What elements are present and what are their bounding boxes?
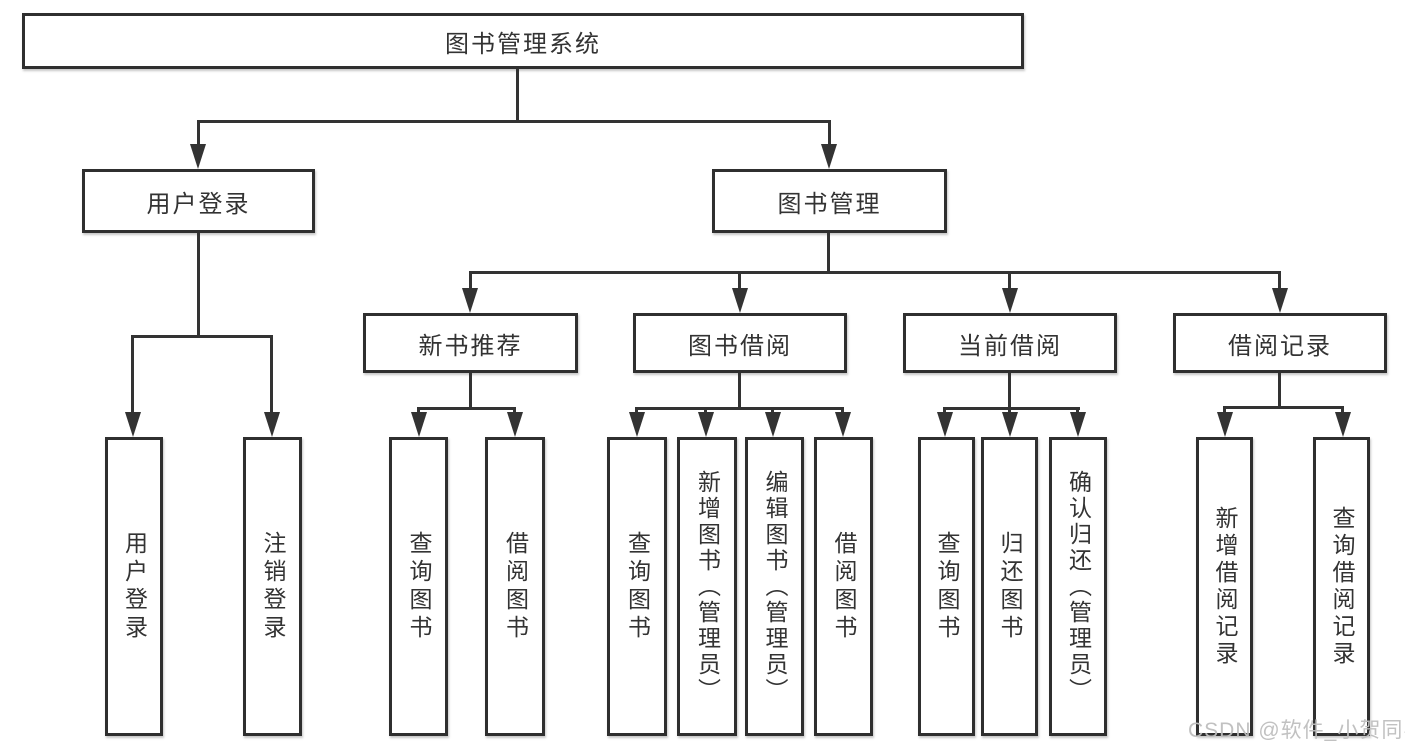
node-borrowing-records-label: 借阅记录 (1228, 332, 1332, 360)
arrow-down-icon (698, 412, 714, 437)
arrow-down-icon (821, 144, 837, 169)
line (197, 233, 200, 335)
node-bb-query-books-label: 查询图书 (624, 530, 651, 643)
line (738, 271, 741, 291)
line (943, 407, 1080, 410)
line (1008, 407, 1011, 415)
node-cb-query-books: 查询图书 (918, 437, 975, 736)
node-book-management: 图书管理 (712, 169, 947, 233)
line (841, 407, 844, 415)
node-logout: 注销登录 (243, 437, 302, 736)
line (635, 407, 638, 415)
line (417, 407, 516, 410)
node-book-management-label: 图书管理 (777, 190, 882, 218)
arrow-down-icon (732, 288, 748, 313)
node-nbr-query-books: 查询图书 (389, 437, 448, 736)
node-cb-confirm-return-admin-label: 确认归还（管理员） (1065, 469, 1092, 704)
line (1223, 406, 1226, 415)
line (131, 335, 273, 338)
node-login: 用户登录 (105, 437, 163, 736)
node-br-add-record: 新增借阅记录 (1196, 437, 1253, 736)
node-cb-return-books: 归还图书 (981, 437, 1038, 736)
arrow-down-icon (190, 144, 206, 169)
node-root-label: 图书管理系统 (445, 30, 601, 58)
line (469, 271, 1281, 274)
line (197, 120, 200, 148)
node-bb-edit-books-admin-label: 编辑图书（管理员） (762, 469, 788, 704)
arrow-down-icon (125, 412, 141, 437)
line (469, 373, 472, 407)
node-br-query-record-label: 查询借阅记录 (1329, 505, 1355, 668)
line (828, 120, 831, 148)
arrow-down-icon (507, 412, 523, 437)
line (513, 407, 516, 415)
line (197, 120, 831, 123)
arrow-down-icon (629, 412, 645, 437)
arrow-down-icon (835, 412, 851, 437)
line (827, 233, 830, 271)
line (270, 335, 273, 415)
line (1223, 406, 1344, 409)
arrow-down-icon (1335, 412, 1351, 437)
arrow-down-icon (765, 412, 781, 437)
node-bb-edit-books-admin: 编辑图书（管理员） (745, 437, 804, 736)
node-user-login: 用户登录 (82, 169, 315, 233)
node-cb-query-books-label: 查询图书 (934, 530, 960, 643)
node-book-borrowing-label: 图书借阅 (688, 332, 792, 360)
node-bb-add-books-admin: 新增图书（管理员） (677, 437, 737, 736)
line (131, 335, 134, 415)
arrow-down-icon (264, 412, 280, 437)
node-br-query-record: 查询借阅记录 (1313, 437, 1370, 736)
node-nbr-borrow-books-label: 借阅图书 (502, 530, 529, 643)
node-login-label: 用户登录 (121, 530, 148, 643)
arrow-down-icon (1002, 412, 1018, 437)
line (417, 407, 420, 415)
line (1076, 407, 1079, 415)
line (635, 407, 844, 410)
node-nbr-borrow-books: 借阅图书 (485, 437, 545, 736)
line (1008, 373, 1011, 408)
node-nbr-query-books-label: 查询图书 (406, 530, 432, 643)
node-cb-confirm-return-admin: 确认归还（管理员） (1049, 437, 1107, 736)
arrow-down-icon (1272, 288, 1288, 313)
line (1008, 271, 1011, 291)
node-bb-borrow-books-label: 借阅图书 (831, 530, 857, 643)
line (771, 407, 774, 415)
line (738, 373, 741, 407)
node-current-borrowing: 当前借阅 (903, 313, 1117, 373)
node-new-book-recommend: 新书推荐 (363, 313, 578, 373)
node-bb-query-books: 查询图书 (607, 437, 667, 736)
node-user-login-label: 用户登录 (146, 190, 251, 218)
line (1278, 271, 1281, 291)
arrow-down-icon (411, 412, 427, 437)
node-new-book-recommend-label: 新书推荐 (418, 332, 523, 360)
csdn-watermark: CSDN @软件_小贺同学 (1188, 719, 1405, 742)
line (1278, 373, 1281, 406)
line (943, 407, 946, 415)
line (1341, 406, 1344, 415)
node-root: 图书管理系统 (22, 13, 1024, 69)
node-cb-return-books-label: 归还图书 (997, 530, 1023, 643)
node-bb-borrow-books: 借阅图书 (814, 437, 873, 736)
node-current-borrowing-label: 当前借阅 (958, 332, 1062, 360)
line (469, 271, 472, 291)
arrow-down-icon (1217, 412, 1233, 437)
node-book-borrowing: 图书借阅 (633, 313, 847, 373)
node-borrowing-records: 借阅记录 (1173, 313, 1387, 373)
arrow-down-icon (937, 412, 953, 437)
node-bb-add-books-admin-label: 新增图书（管理员） (694, 469, 721, 704)
line (516, 69, 519, 120)
arrow-down-icon (1002, 288, 1018, 313)
line (704, 407, 707, 415)
arrow-down-icon (1070, 412, 1086, 437)
node-logout-label: 注销登录 (260, 530, 286, 643)
node-br-add-record-label: 新增借阅记录 (1212, 505, 1238, 668)
arrow-down-icon (462, 288, 478, 313)
